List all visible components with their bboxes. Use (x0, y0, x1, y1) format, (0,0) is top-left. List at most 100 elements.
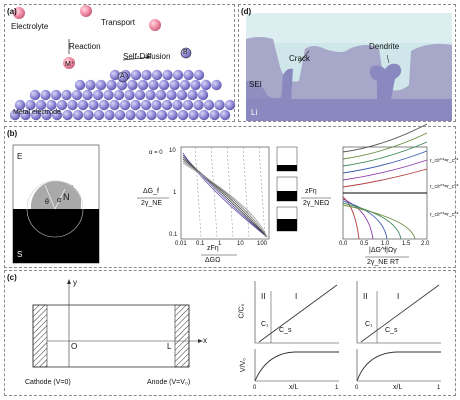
electrode-atom (137, 79, 149, 91)
site-a-label: A (120, 73, 125, 80)
mid-curve (182, 156, 268, 238)
electrode-atom (200, 79, 212, 91)
electrode-atom (40, 89, 51, 101)
mid-ytick-1: 1 (173, 190, 177, 196)
panel-d-label: (d) (241, 7, 252, 16)
electrode-atom (135, 109, 147, 121)
region-i-left: I (295, 292, 298, 301)
ion-particle (149, 19, 161, 31)
electrode-atom (193, 99, 204, 111)
electrode-atom (14, 99, 26, 111)
electrode-atom (51, 109, 63, 121)
electrode-atom (50, 89, 62, 101)
chart-c-bot-left (254, 349, 339, 382)
electrode-atom (67, 99, 78, 111)
electrode-atom (203, 99, 215, 111)
electrode-atom (61, 89, 72, 101)
electrode-atom (114, 109, 126, 121)
electrode-atom (127, 79, 138, 91)
electrode-atom (56, 99, 68, 111)
electrode-atom (209, 109, 220, 121)
tick-right-0: 0 (355, 385, 359, 391)
cs-right: C_s (385, 327, 398, 334)
crack-label: Crack (289, 54, 310, 63)
origin-label: O (71, 342, 78, 351)
electrode-atom (172, 69, 184, 81)
right-xtick-3: 1.5 (402, 241, 411, 247)
li-label: Li (251, 108, 258, 117)
electrode-atom (92, 89, 104, 101)
panel-b-figure (12, 123, 428, 264)
electrode-atom (35, 99, 47, 111)
tick-left-1: 1 (335, 385, 339, 391)
right-xtick-1: 0.5 (360, 241, 369, 247)
electrode-atom (20, 109, 31, 121)
electrode-atom (74, 79, 86, 91)
mid-xtick-2: 1 (218, 241, 222, 247)
electrode-atoms (9, 47, 236, 121)
mid-dashed-line (226, 146, 234, 238)
tick-left-0: 0 (253, 385, 257, 391)
mid-xtick-4: 100 (257, 241, 268, 247)
electrode-atom (214, 99, 225, 111)
ion-particle (80, 5, 92, 17)
mid-ytick-2: 0.1 (169, 232, 178, 238)
cathode-label: Cathode (V=0) (25, 379, 71, 386)
electrode-atom (156, 109, 168, 121)
right-xtick-2: 1.0 (381, 241, 390, 247)
xlabel-right: x/L (393, 384, 403, 391)
electrode-atom (41, 109, 52, 121)
right-xtick-0: 0.0 (339, 241, 348, 247)
dendrite-label: Dendrite (369, 42, 400, 51)
m-plus-label: M⁺ (65, 61, 75, 68)
upper-curve (342, 123, 428, 153)
electrode-atom (148, 79, 159, 91)
electrode-atom (140, 99, 152, 111)
electrode-atom (104, 109, 115, 121)
mid-curve (182, 160, 268, 238)
l-mark-label: L (167, 342, 172, 351)
mid-dashed-line (258, 146, 266, 238)
eq2-denominator: ΔGΩ (205, 257, 221, 264)
panel-b-label: (b) (7, 129, 18, 138)
electrode-atom (145, 89, 156, 101)
xlabel-left: x/L (289, 384, 299, 391)
electrode-atom (130, 69, 142, 81)
electrode-atom (167, 109, 178, 121)
panel-d-figure (246, 13, 452, 121)
adatom-a (117, 71, 129, 83)
electrode-atom (62, 109, 73, 121)
reaction-label: Reaction (69, 42, 101, 51)
transport-label: Transport (101, 18, 135, 27)
mid-ytick-0: 10 (169, 148, 176, 154)
eq1-numerator: ΔG_f (143, 188, 159, 195)
electrode-atom (82, 89, 93, 101)
dendrite-shape (369, 63, 402, 99)
anode-label: Anode (V=V₀) (147, 379, 191, 386)
electrode-atom (197, 89, 209, 101)
alpha-label: α (57, 197, 62, 204)
mid-dashed-line (210, 146, 218, 238)
chart-right (342, 123, 428, 240)
electrode-atom (72, 109, 84, 121)
electrode-atom (151, 69, 163, 81)
region-n-label: N (63, 192, 70, 202)
electrode-atom (179, 79, 191, 91)
nucleus-n (30, 180, 82, 209)
electrode-atom (116, 79, 128, 91)
mid-curve (182, 158, 268, 238)
sei-label: SEI (249, 80, 262, 89)
mid-curve (182, 154, 268, 238)
electrode-atom (119, 99, 131, 111)
upper-curve (342, 168, 428, 188)
electrode-atom (77, 99, 89, 111)
electrode-atom (188, 109, 199, 121)
lower-curve (342, 202, 402, 240)
upper-curve (342, 150, 428, 174)
region-ii-left: II (261, 292, 266, 301)
electrode-atom (146, 109, 157, 121)
electrode-atom (124, 89, 135, 101)
potential-curve (356, 351, 441, 382)
electrode-atom (176, 89, 188, 101)
region-e-label: E (17, 152, 23, 161)
